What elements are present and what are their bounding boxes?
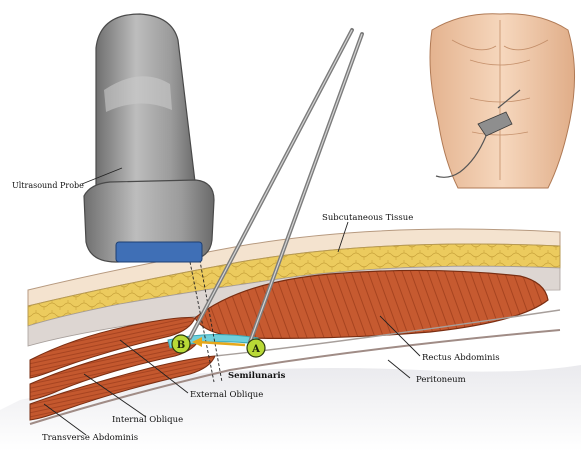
label-subcutaneous-tissue: Subcutaneous Tissue — [322, 213, 413, 223]
label-ultrasound-probe: Ultrasound Probe — [12, 181, 84, 190]
torso-inset — [430, 14, 575, 188]
marker-a: A — [247, 339, 265, 357]
label-external-oblique: External Oblique — [190, 390, 263, 400]
marker-b: B — [172, 335, 190, 353]
label-internal-oblique: Internal Oblique — [112, 415, 183, 425]
label-transverse-abdominis: Transverse Abdominis — [42, 433, 138, 443]
ultrasound-probe-illustration — [84, 14, 214, 262]
label-semilunaris: Semilunaris — [228, 371, 286, 381]
label-rectus-abdominis: Rectus Abdominis — [422, 353, 500, 363]
marker-a-label: A — [251, 344, 260, 355]
marker-b-label: B — [177, 340, 185, 351]
label-peritoneum: Peritoneum — [416, 375, 466, 385]
